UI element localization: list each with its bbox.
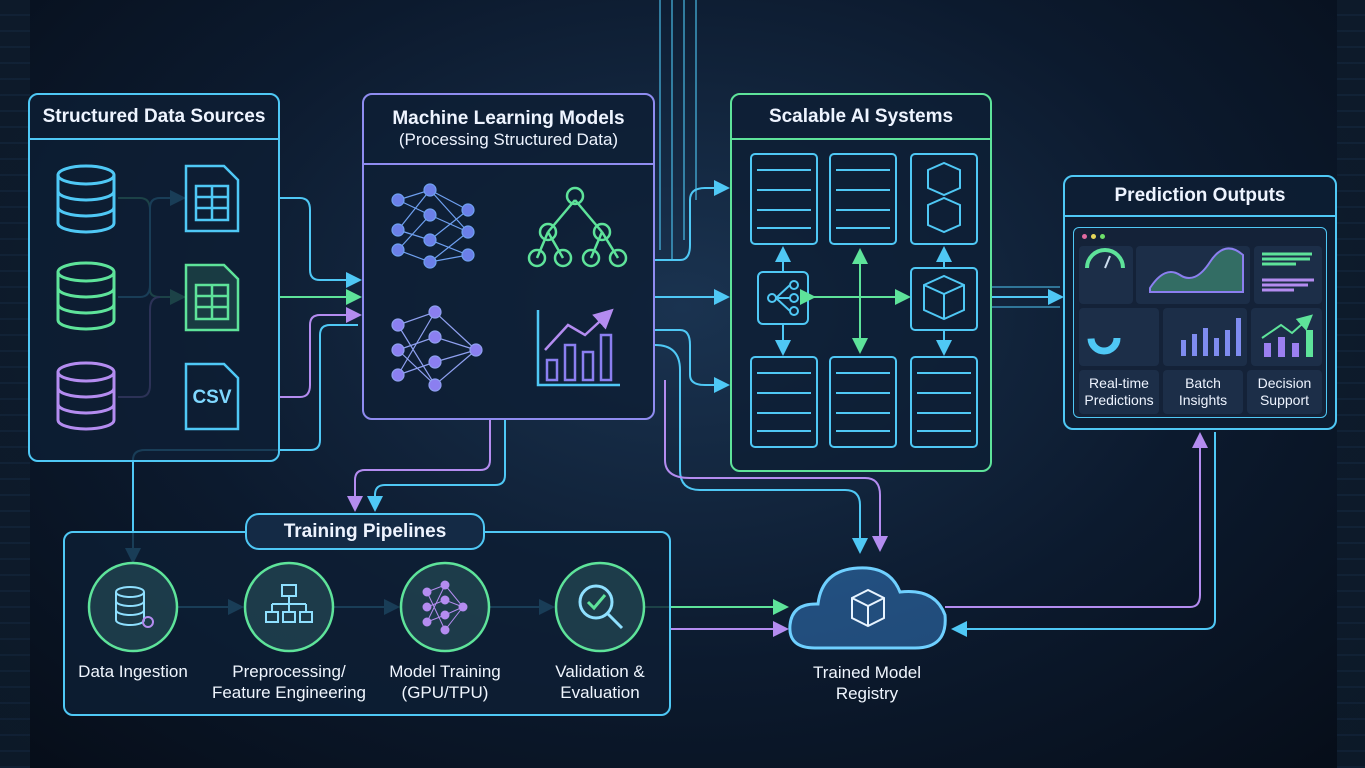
dashboard-window: Real-time Predictions Batch Insights Dec… (1073, 227, 1327, 418)
decision-tree-icon (527, 186, 628, 268)
donut-chart-card (1079, 308, 1159, 366)
bar-list-card (1254, 246, 1322, 304)
arrow-models-to-pipeline (367, 420, 506, 512)
database-icon (56, 164, 116, 431)
prediction-outputs-panel: Prediction Outputs Real-time Predictions… (1063, 175, 1337, 430)
arrow-registry-to-outputs (945, 432, 1208, 608)
vertical-beams (659, 0, 697, 260)
step-label-model-training: Model Training(GPU/TPU) (389, 662, 501, 702)
data-ingestion-step (87, 561, 179, 653)
bar-chart (1181, 318, 1241, 356)
model-training-step (399, 561, 491, 653)
arrow-models-to-systems (655, 329, 730, 393)
batch-insights-card: Batch Insights (1163, 370, 1243, 414)
hierarchy-icon (265, 584, 313, 623)
arrow-systems-to-outputs (992, 286, 1060, 308)
real-time-predictions-card: Real-time Predictions (1079, 370, 1159, 414)
arrow-models-to-registry (664, 380, 888, 552)
step-label-data-ingestion: Data Ingestion (78, 662, 188, 681)
panel-title: Machine Learning Models (Processing Stru… (364, 95, 653, 165)
server-rack-icon (750, 153, 978, 448)
spreadsheet-file-icon (184, 164, 240, 431)
validation-step (554, 561, 646, 653)
panel-title: Scalable AI Systems (732, 95, 990, 140)
models-title: Machine Learning Models (392, 108, 625, 129)
donut-chart (1087, 321, 1121, 355)
training-pipelines-title: Training Pipelines (245, 513, 485, 550)
decision-support-card: Decision Support (1247, 370, 1322, 414)
area-chart (1149, 247, 1244, 293)
package-icon (851, 588, 885, 628)
trend-chart (1261, 314, 1313, 357)
neural-network-icon (391, 305, 483, 392)
server-rack-right (1337, 0, 1365, 768)
arrow-sources-to-models (280, 307, 362, 398)
panel-title: Prediction Outputs (1065, 177, 1335, 217)
machine-learning-models-panel: Machine Learning Models (Processing Stru… (362, 93, 655, 420)
line-chart-card (1136, 246, 1250, 304)
arrow-models-to-pipeline (347, 420, 491, 512)
distribution-arrows (775, 246, 952, 356)
neural-network-icon (422, 580, 468, 635)
neural-network-icon (391, 183, 475, 269)
arrow-outputs-to-registry (951, 432, 1216, 637)
bar-list (1262, 252, 1314, 292)
gauge-icon (1085, 248, 1125, 269)
server-rack-left (0, 0, 30, 768)
csv-file-label: CSV (192, 387, 232, 408)
arrow-models-to-systems (655, 180, 730, 261)
bar-chart-trend-icon (536, 308, 620, 387)
gauge-card (1079, 246, 1133, 304)
arrow-sources-to-models (280, 197, 362, 288)
magnifier-check-icon (578, 584, 624, 630)
window-controls (1082, 234, 1105, 239)
database-gear-icon (115, 586, 154, 628)
arrow-models-to-registry (654, 344, 868, 554)
step-label-validation: Validation &Evaluation (555, 662, 645, 702)
step-label-preprocessing: Preprocessing/Feature Engineering (211, 662, 367, 702)
panel-title: Structured Data Sources (30, 95, 278, 140)
models-subtitle: (Processing Structured Data) (398, 130, 619, 149)
